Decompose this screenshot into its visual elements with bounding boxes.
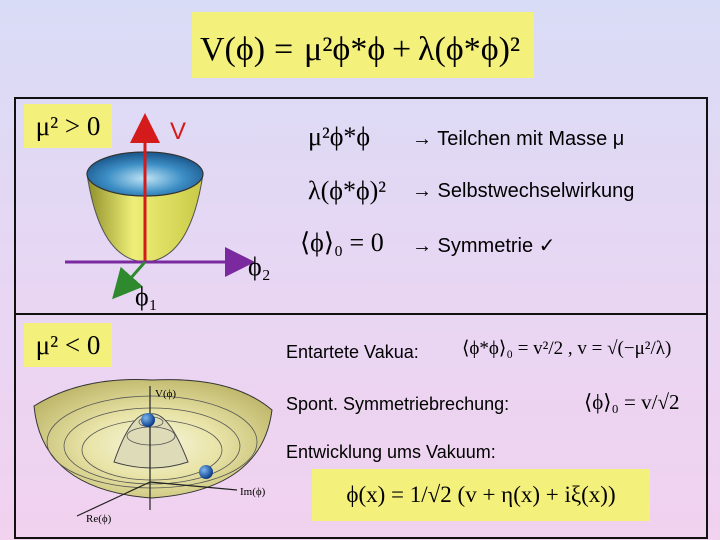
phi1-axis	[112, 261, 147, 300]
ssb-label: Spont. Symmetriebrechung:	[286, 394, 510, 414]
hat-axis-label-v: V(ϕ)	[155, 388, 177, 400]
central-hump	[113, 413, 189, 469]
hat-axis-label-im: Im(ϕ)	[240, 486, 266, 498]
potential-formula-box: V(ϕ) = μ²ϕ*ϕ + λ(ϕ*ϕ)²	[192, 12, 534, 78]
mexican-hat-diagram	[33, 379, 273, 517]
hat-re-axis	[76, 481, 151, 517]
row1-text: → Teilchen mit Masse μ	[412, 128, 625, 150]
degenerate-vacua-label: Entartete Vakua:	[286, 342, 419, 362]
row2-text: → Selbstwechselwirkung	[412, 180, 635, 202]
axis-label-phi2: ϕ₂	[248, 252, 271, 281]
unstable-ball	[141, 413, 155, 427]
row3-text: → Symmetrie ✓	[412, 235, 556, 257]
ssb-formula: ⟨ϕ⟩₀ = v/√2	[584, 390, 680, 414]
axis-label-v: V	[170, 118, 187, 145]
bowl-diagram	[65, 113, 255, 300]
row2-formula: λ(ϕ*ϕ)²	[308, 176, 387, 205]
formula-plus: +	[392, 31, 411, 68]
condition-negative: μ² < 0	[24, 323, 112, 367]
vacuum-expansion-label: Entwicklung ums Vakuum:	[286, 442, 496, 462]
hat-axis-label-re: Re(ϕ)	[86, 513, 112, 525]
axis-label-phi1: ϕ₁	[135, 282, 158, 311]
condition-positive: μ² > 0	[24, 104, 112, 148]
row3-formula: ⟨ϕ⟩₀ = 0	[300, 228, 384, 257]
row1-formula: μ²ϕ*ϕ	[308, 122, 371, 151]
formula-equals: =	[274, 31, 293, 68]
formula-mass-term: μ²ϕ*ϕ	[304, 31, 385, 68]
vacuum-ball	[199, 465, 213, 479]
negative-mass-panel	[14, 313, 708, 539]
formula-interaction-term: λ(ϕ*ϕ)²	[418, 31, 520, 68]
vacuum-expansion-formula: ϕ(x) = 1/√2 (v + η(x) + iξ(x))	[312, 469, 650, 521]
formula-lhs: V(ϕ)	[200, 31, 265, 68]
degenerate-vacua-formula: ⟨ϕ*ϕ⟩₀ = v²/2 , v = √(−μ²/λ)	[462, 338, 672, 359]
potential-formula: V(ϕ) = μ²ϕ*ϕ + λ(ϕ*ϕ)²	[200, 31, 520, 68]
hat-im-axis	[149, 481, 238, 491]
